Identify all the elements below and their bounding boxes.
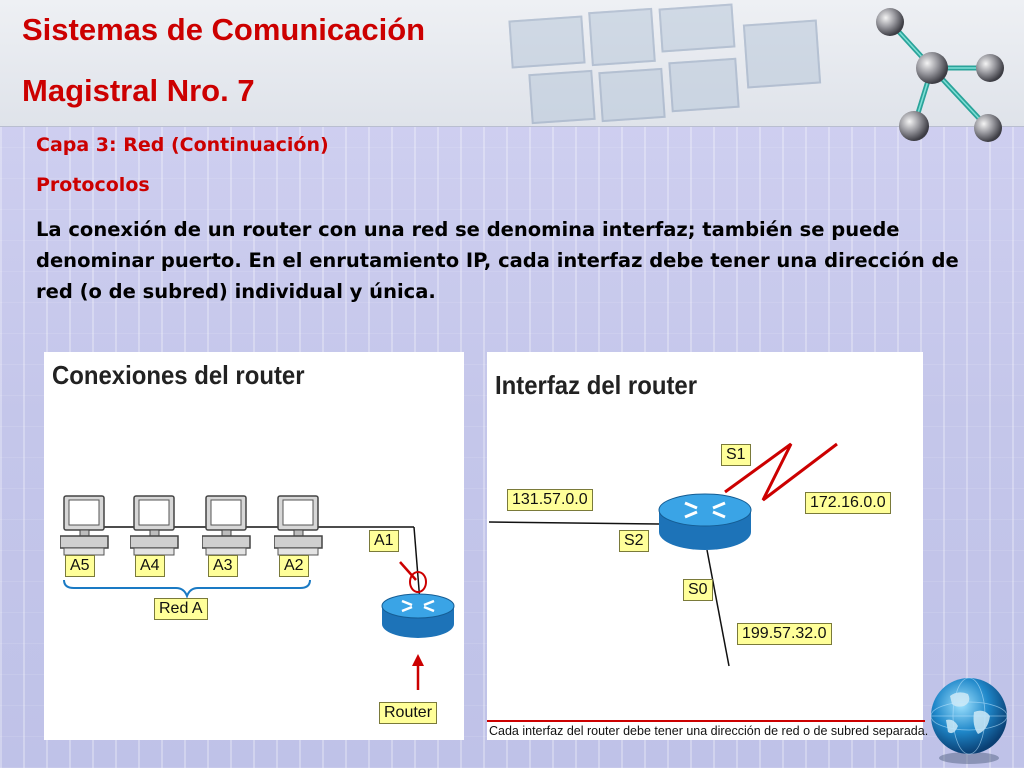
header-band: Sistemas de Comunicación Magistral Nro. … bbox=[0, 0, 1024, 127]
host-label-a2: A2 bbox=[279, 555, 309, 577]
interface-label-s2: S2 bbox=[619, 530, 649, 552]
router-icon bbox=[657, 492, 753, 552]
serial-link-s1 bbox=[724, 442, 838, 502]
interface-label-s0: S0 bbox=[683, 579, 713, 601]
router-connections-diagram bbox=[60, 495, 456, 690]
interface-marker bbox=[409, 571, 427, 593]
computer-icon bbox=[60, 495, 109, 556]
keypad-key-decoration bbox=[588, 7, 656, 67]
network-label-131: 131.57.0.0 bbox=[507, 489, 593, 511]
interface-label-s1: S1 bbox=[721, 444, 751, 466]
host-label-a3: A3 bbox=[208, 555, 238, 577]
network-label-199: 199.57.32.0 bbox=[737, 623, 832, 645]
computer-icon bbox=[130, 495, 179, 556]
section-heading: Capa 3: Red (Continuación) bbox=[36, 134, 329, 156]
computer-icon bbox=[202, 495, 251, 556]
topic-heading: Protocolos bbox=[36, 174, 150, 196]
interface-label-a1: A1 bbox=[369, 530, 399, 552]
interface-pointer bbox=[399, 561, 417, 581]
router-arrow-head bbox=[412, 654, 424, 666]
computer-icon bbox=[274, 495, 323, 556]
keypad-key-decoration bbox=[658, 3, 736, 53]
content-area: Capa 3: Red (Continuación) Protocolos La… bbox=[36, 134, 996, 307]
figure-b-caption: Cada interfaz del router debe tener una … bbox=[487, 720, 928, 742]
figure-router-interface: Interfaz del router S1 S2 S0 131.57.0.0 … bbox=[487, 352, 928, 742]
body-paragraph: La conexión de un router con una red se … bbox=[36, 218, 959, 303]
network-bracket bbox=[63, 579, 311, 599]
keypad-key-decoration bbox=[668, 57, 740, 113]
router-interface-diagram bbox=[488, 442, 838, 667]
router-icon bbox=[380, 592, 456, 640]
slide-title: Sistemas de Comunicación bbox=[22, 12, 426, 47]
keypad-key-decoration bbox=[598, 67, 666, 123]
link-to-131-network bbox=[488, 521, 660, 525]
keypad-key-decoration bbox=[508, 15, 586, 69]
link-to-199-network bbox=[706, 549, 730, 667]
figure-router-connections: Conexiones del router A5 A4 A3 A2 A1 Red… bbox=[44, 352, 464, 740]
keypad-key-decoration bbox=[742, 19, 822, 89]
router-label: Router bbox=[379, 702, 438, 724]
globe-icon bbox=[930, 677, 1008, 764]
figure-b-title: Interfaz del router bbox=[495, 370, 698, 400]
slide-subtitle: Magistral Nro. 7 bbox=[22, 73, 255, 108]
figure-a-title: Conexiones del router bbox=[52, 360, 305, 390]
network-label-red-a: Red A bbox=[154, 598, 208, 620]
network-label-172: 172.16.0.0 bbox=[805, 492, 891, 514]
host-label-a4: A4 bbox=[135, 555, 165, 577]
keypad-key-decoration bbox=[528, 69, 596, 125]
molecule-network-icon bbox=[876, 8, 1004, 142]
host-label-a5: A5 bbox=[65, 555, 95, 577]
header-decorative-collage bbox=[470, 0, 870, 126]
